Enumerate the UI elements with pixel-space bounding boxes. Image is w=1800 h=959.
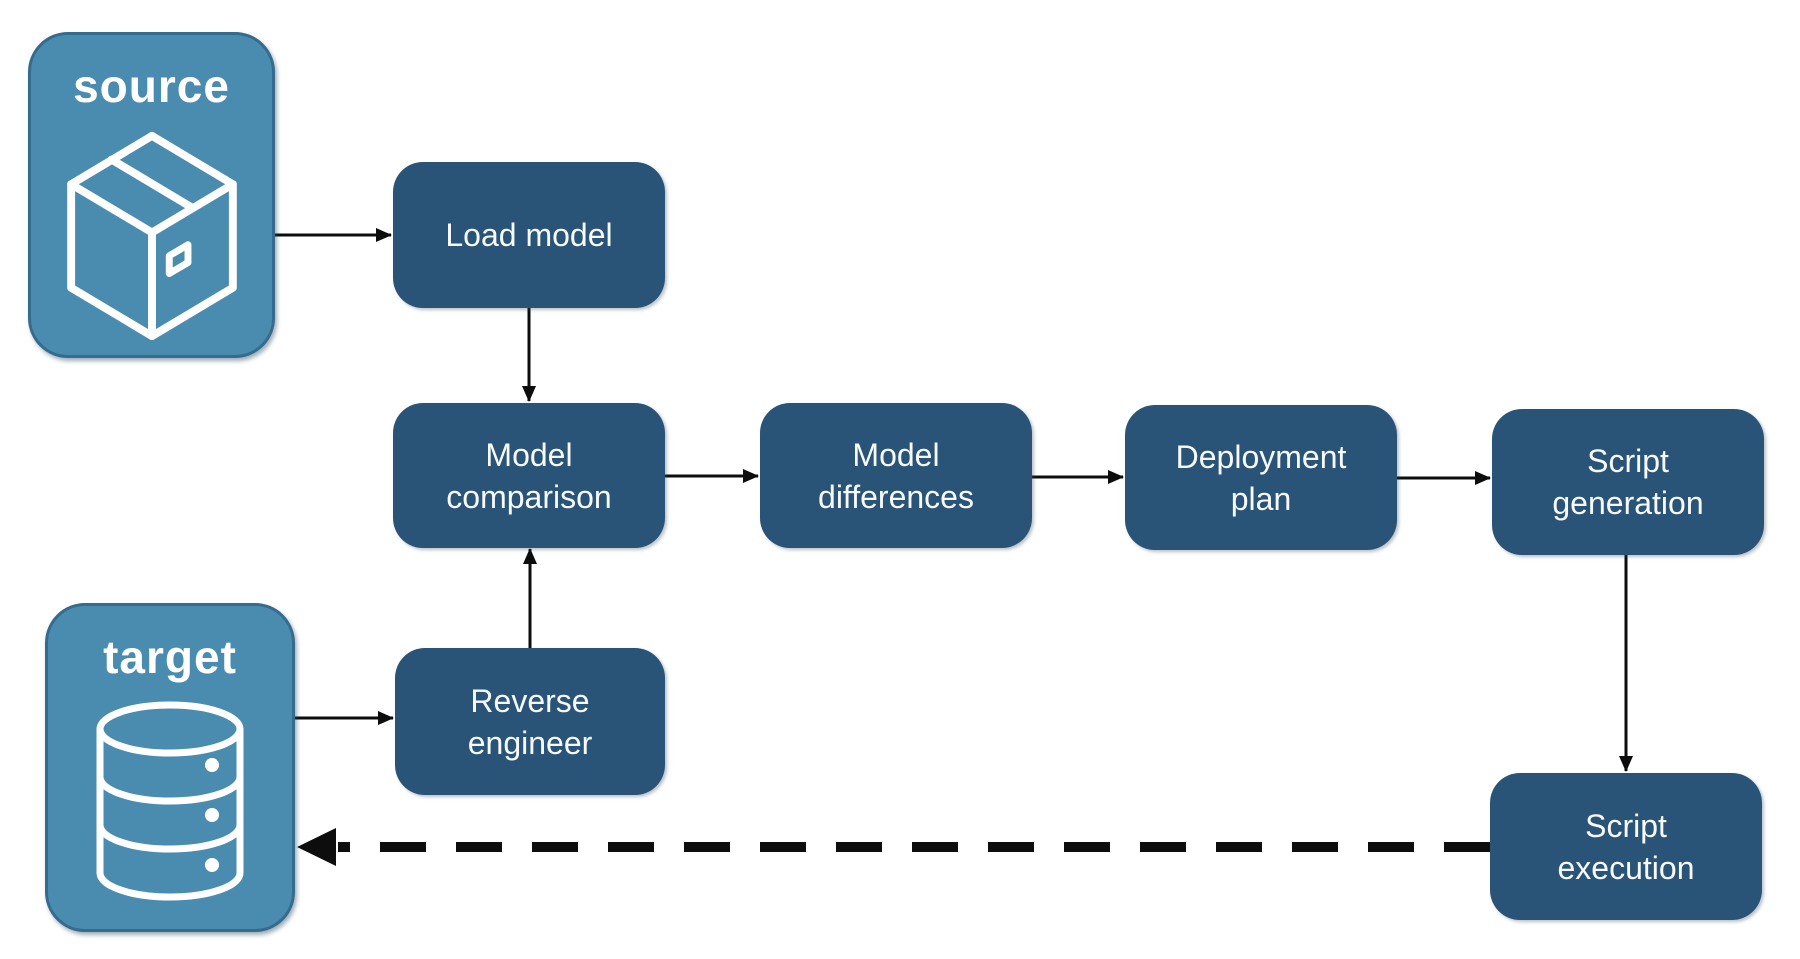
node-model-comparison-label: Model comparison (446, 436, 612, 515)
node-model-differences-label: Model differences (818, 436, 974, 515)
node-load-model-label: Load model (445, 217, 613, 253)
node-deployment-plan: Deployment plan (1125, 405, 1397, 550)
endpoint-source-label: source (73, 60, 230, 112)
dashed-arrowhead (297, 828, 336, 866)
node-deployment-plan-label: Deployment plan (1175, 438, 1347, 517)
node-script-generation-label: Script generation (1552, 443, 1704, 521)
package-icon (66, 131, 237, 340)
node-reverse-engineer-label: Reverse engineer (467, 682, 593, 761)
node-model-differences: Model differences (760, 403, 1032, 548)
database-icon (96, 701, 244, 901)
endpoint-target-label: target (103, 631, 237, 683)
node-script-execution-label: Script execution (1557, 807, 1695, 886)
endpoint-target: target (45, 603, 295, 932)
node-script-generation: Script generation (1492, 409, 1764, 555)
node-script-execution: Script execution (1490, 773, 1762, 920)
node-load-model: Load model (393, 162, 665, 308)
node-model-comparison: Model comparison (393, 403, 665, 548)
endpoint-source: source (28, 32, 275, 358)
node-reverse-engineer: Reverse engineer (395, 648, 665, 795)
